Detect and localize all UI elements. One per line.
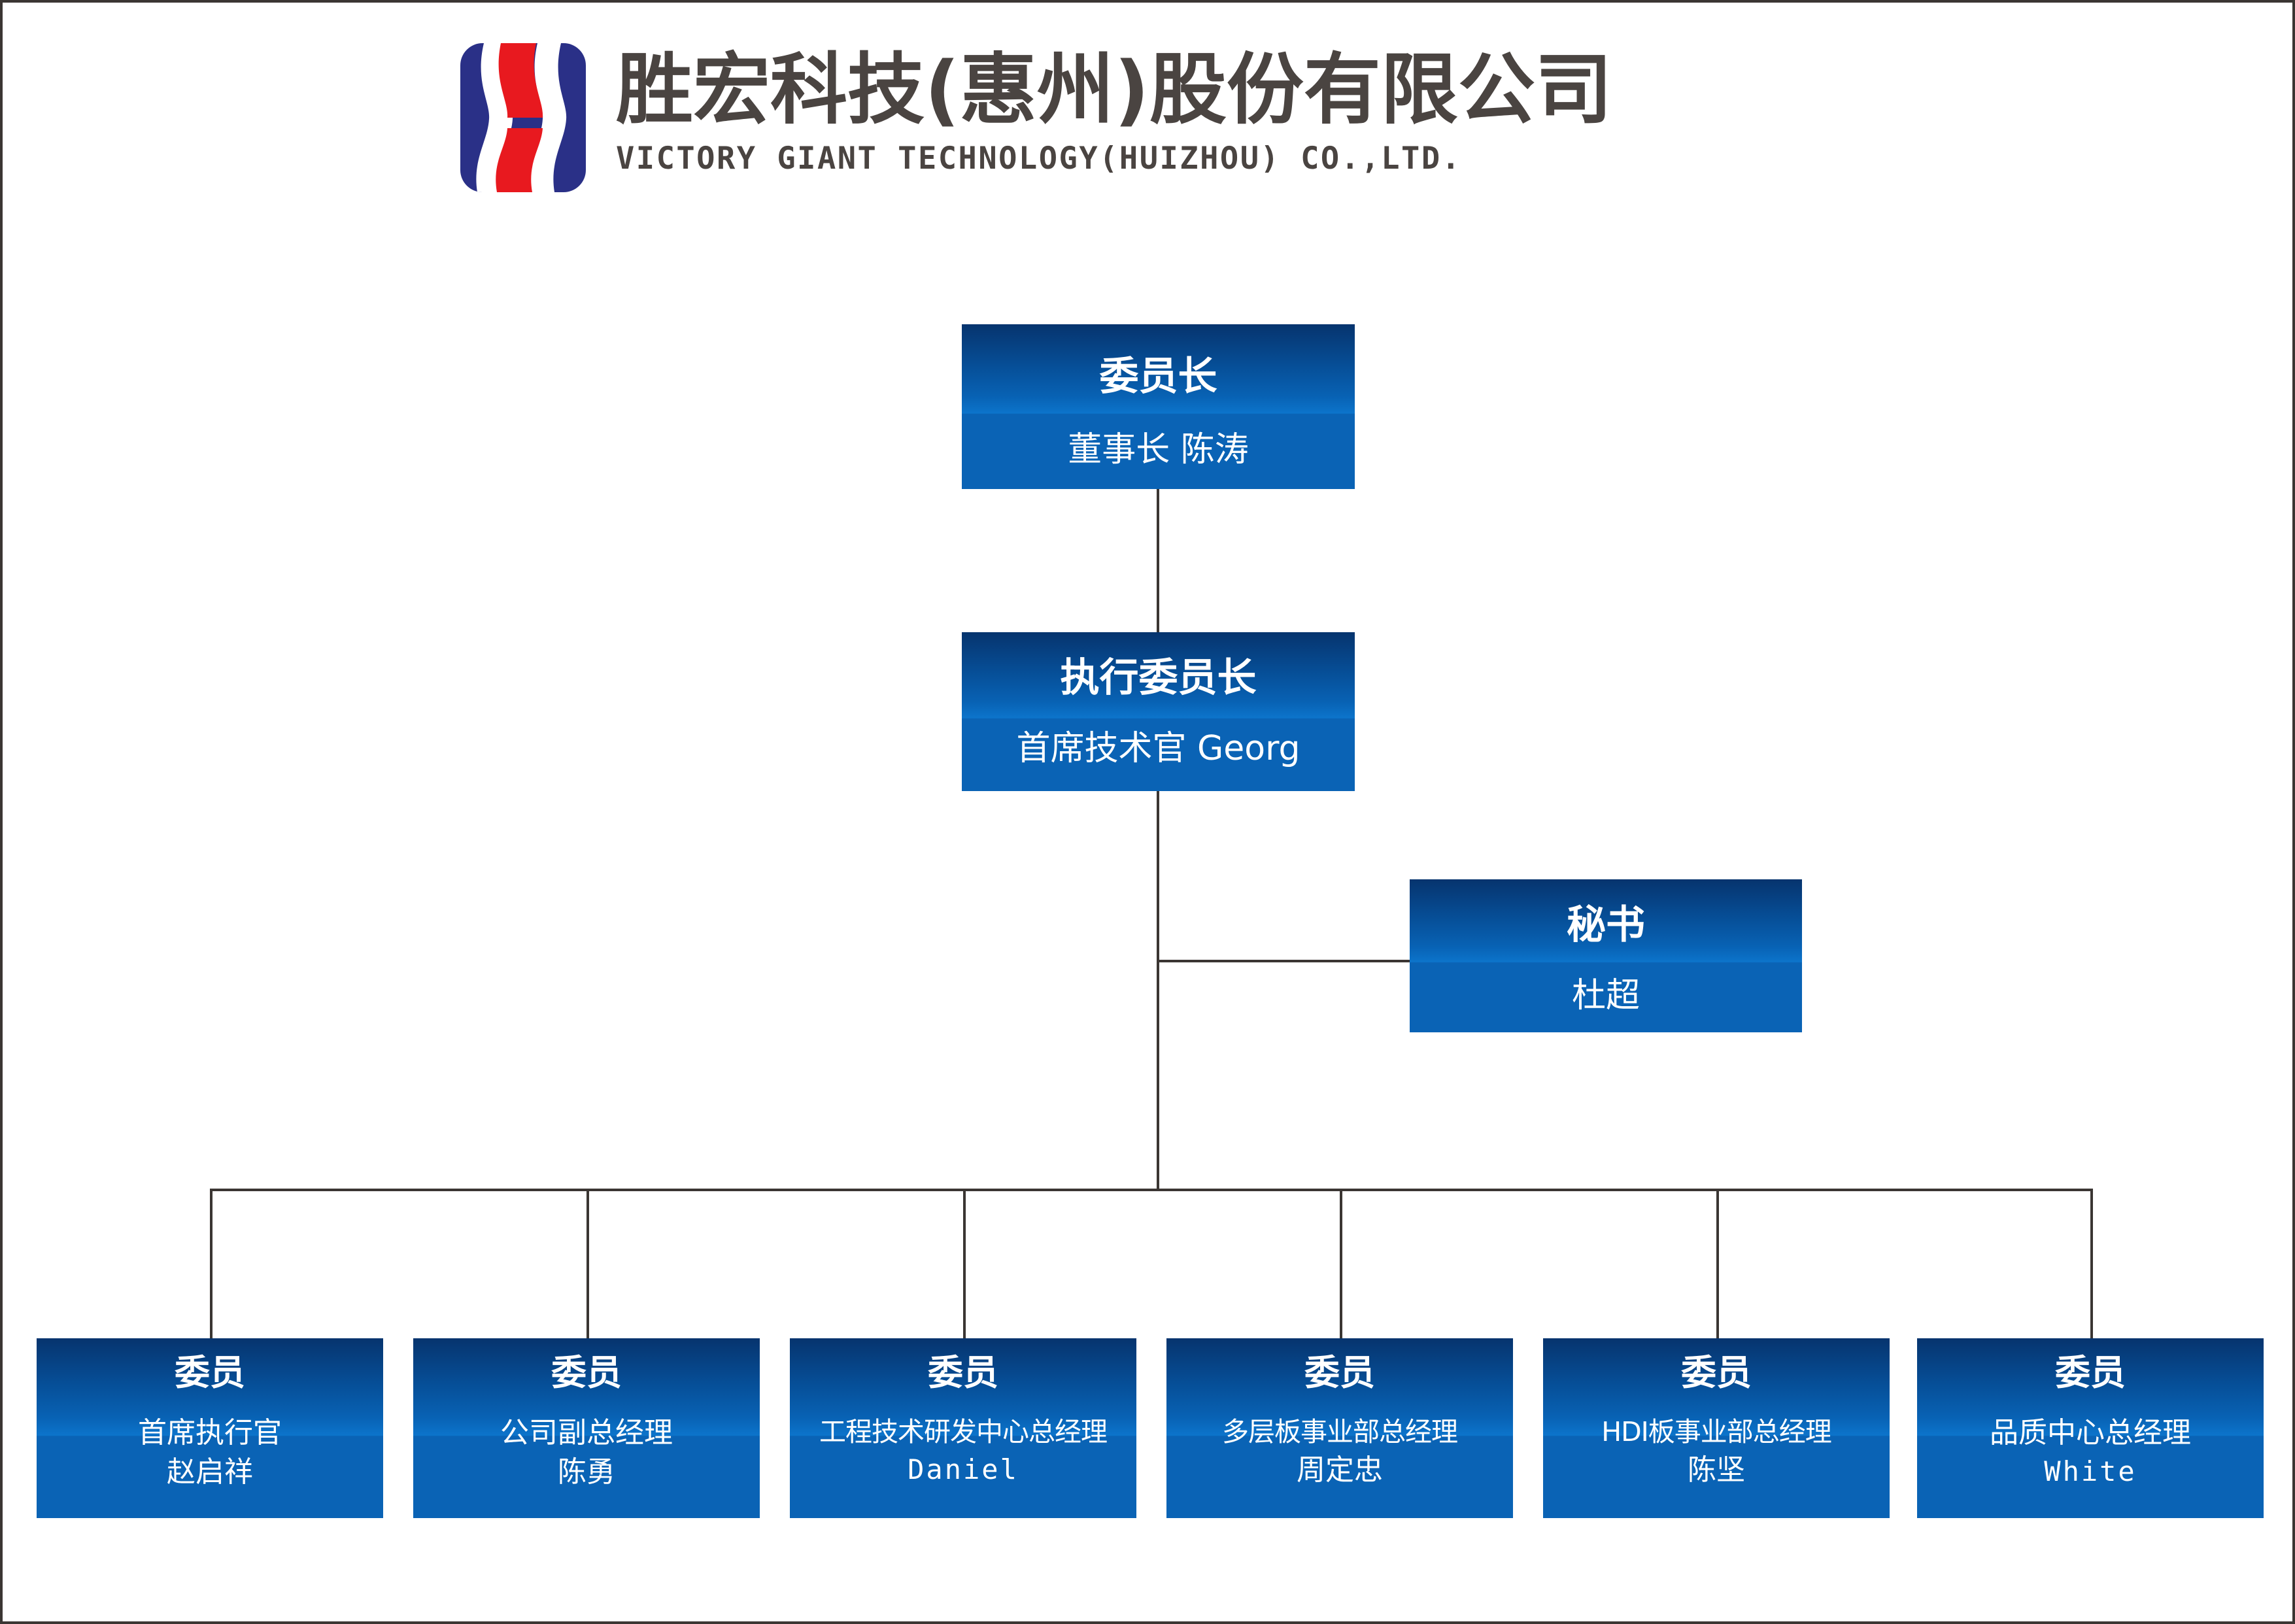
node-member-multilayer-person: 周定忠 [1297, 1453, 1383, 1487]
node-executive-chairman-subtitle: 首席技术官 Georg [1016, 729, 1300, 768]
connector-drop-member-1 [210, 1189, 212, 1340]
company-name-en: VICTORY GIANT TECHNOLOGY(HUIZHOU) CO.,LT… [616, 141, 1462, 177]
node-member-deputy-gm-title: 委员 [551, 1352, 622, 1393]
node-member-deputy-gm[interactable]: 委员 公司副总经理 陈勇 [413, 1338, 760, 1518]
node-member-multilayer[interactable]: 委员 多层板事业部总经理 周定忠 [1166, 1338, 1513, 1518]
node-secretary-title: 秘书 [1567, 902, 1645, 948]
node-member-quality-person: White [2044, 1455, 2137, 1488]
node-member-hdi[interactable]: 委员 HDI板事业部总经理 陈坚 [1543, 1338, 1890, 1518]
victory-giant-logo-icon [460, 43, 586, 192]
node-secretary[interactable]: 秘书 杜超 [1410, 879, 1802, 1032]
connector-drop-member-6 [2090, 1189, 2093, 1340]
node-member-ceo[interactable]: 委员 首席执行官 赵启祥 [37, 1338, 383, 1518]
connector-drop-member-3 [963, 1189, 966, 1340]
node-member-hdi-title: 委员 [1681, 1352, 1752, 1393]
connector-drop-member-5 [1716, 1189, 1719, 1340]
node-member-rd-center-role: 工程技术研发中心总经理 [819, 1416, 1108, 1447]
node-chairman-subtitle: 董事长 陈涛 [1068, 430, 1249, 469]
node-executive-chairman-title: 执行委员长 [1060, 655, 1257, 701]
node-member-multilayer-role: 多层板事业部总经理 [1222, 1416, 1458, 1447]
node-executive-chairman[interactable]: 执行委员长 首席技术官 Georg [962, 632, 1355, 791]
connector-drop-member-2 [586, 1189, 589, 1340]
company-name-block: 胜宏科技(惠州)股份有限公司 VICTORY GIANT TECHNOLOGY(… [616, 43, 1612, 177]
node-member-multilayer-title: 委员 [1304, 1352, 1375, 1393]
node-member-deputy-gm-person: 陈勇 [558, 1455, 615, 1489]
connector-drop-member-4 [1340, 1189, 1342, 1340]
node-member-rd-center-person: Daniel [908, 1453, 1019, 1486]
node-member-rd-center-title: 委员 [928, 1352, 998, 1393]
node-member-ceo-title: 委员 [175, 1352, 245, 1393]
node-member-quality[interactable]: 委员 品质中心总经理 White [1917, 1338, 2264, 1518]
company-name-cn: 胜宏科技(惠州)股份有限公司 [616, 44, 1612, 135]
node-member-rd-center[interactable]: 委员 工程技术研发中心总经理 Daniel [790, 1338, 1136, 1518]
node-member-deputy-gm-role: 公司副总经理 [500, 1416, 673, 1449]
connector-chair-to-exec [1157, 489, 1159, 632]
node-member-ceo-person: 赵启祥 [167, 1455, 253, 1489]
connector-exec-to-secretary [1157, 960, 1412, 962]
node-chairman[interactable]: 委员长 董事长 陈涛 [962, 324, 1355, 489]
node-member-hdi-person: 陈坚 [1688, 1453, 1745, 1487]
node-member-hdi-role: HDI板事业部总经理 [1601, 1416, 1831, 1447]
company-header: 胜宏科技(惠州)股份有限公司 VICTORY GIANT TECHNOLOGY(… [460, 43, 1612, 192]
node-secretary-subtitle: 杜超 [1571, 976, 1640, 1015]
connector-member-bus [210, 1189, 2093, 1191]
node-chairman-title: 委员长 [1099, 354, 1217, 399]
node-member-ceo-role: 首席执行官 [138, 1416, 282, 1449]
node-member-quality-title: 委员 [2055, 1352, 2126, 1393]
node-member-quality-role: 品质中心总经理 [1990, 1416, 2191, 1449]
connector-exec-trunk [1157, 791, 1159, 1191]
